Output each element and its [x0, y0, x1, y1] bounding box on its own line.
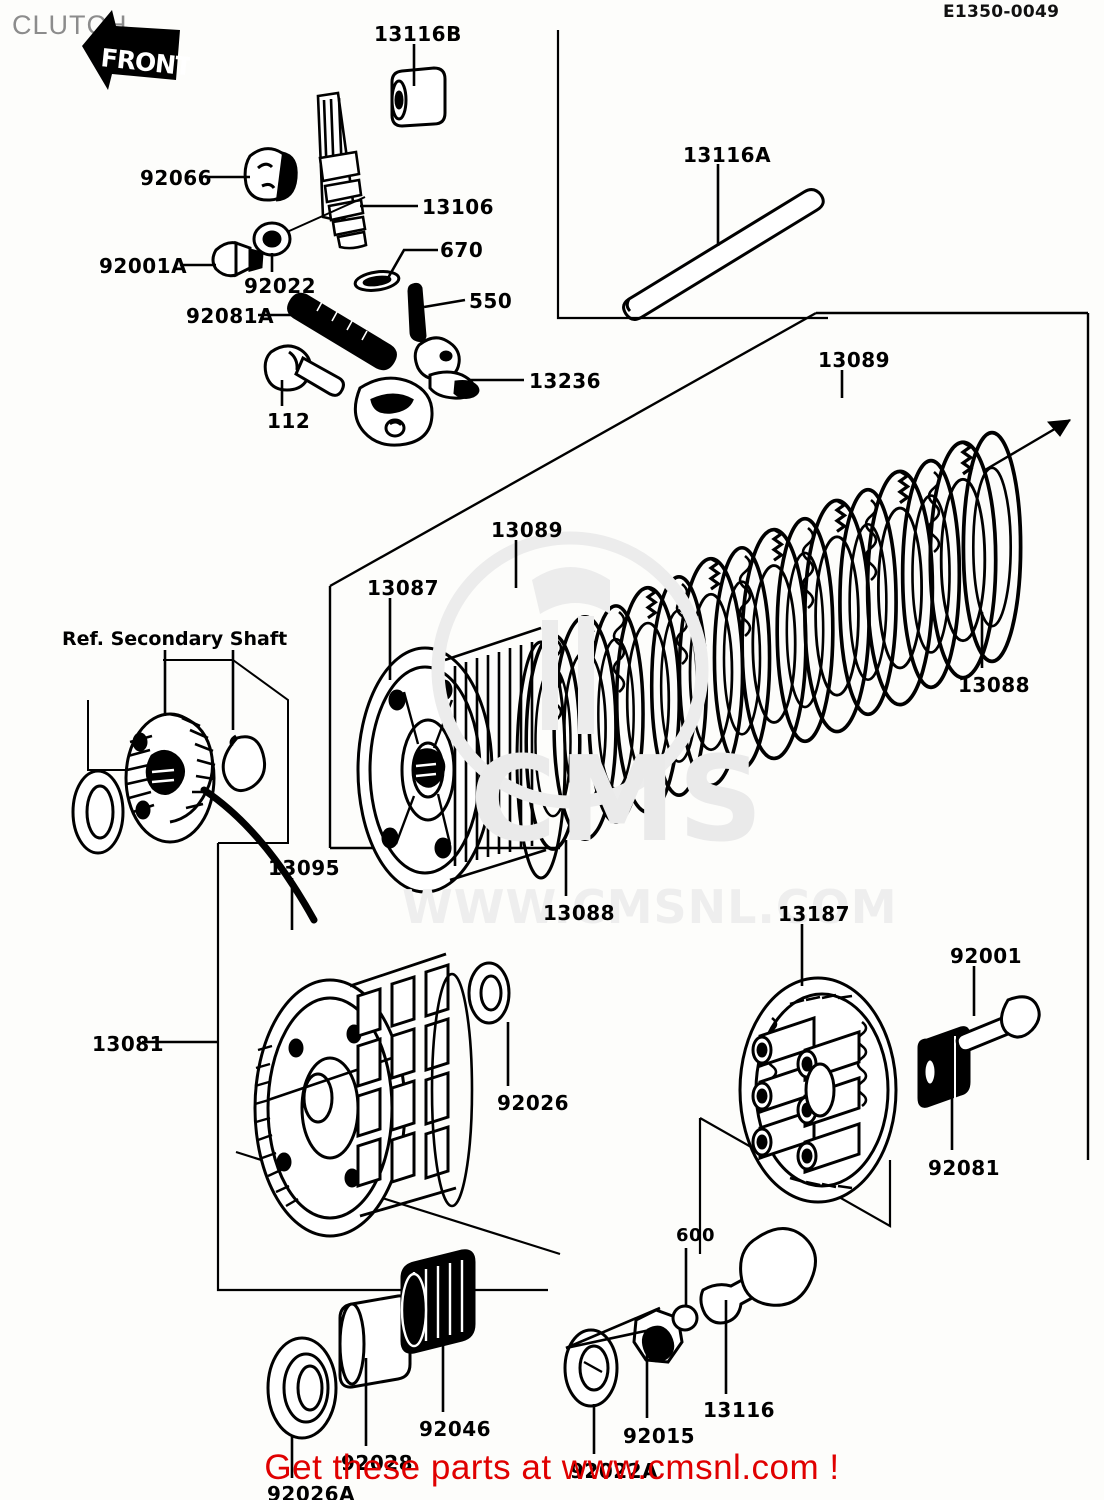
part-label-13116B: 13116B — [374, 22, 462, 46]
part-label-92026A: 92026A — [267, 1482, 356, 1500]
part-label-600: 600 — [676, 1225, 716, 1246]
ref-note-secondary-shaft: Ref. Secondary Shaft — [62, 628, 288, 650]
part-label-670: 670 — [440, 238, 484, 262]
part-label-13116A: 13116A — [683, 143, 772, 167]
part-label-112: 112 — [267, 409, 311, 433]
diagram-code: E1350-0049 — [943, 2, 1060, 22]
part-label-13236: 13236 — [529, 369, 602, 393]
part-label-13187: 13187 — [778, 902, 851, 926]
part-label-92046: 92046 — [419, 1417, 492, 1441]
part-label-13087: 13087 — [367, 576, 440, 600]
front-orientation-icon: FRONT — [82, 10, 190, 90]
part-label-92081: 92081 — [928, 1156, 1001, 1180]
part-label-92022: 92022 — [244, 274, 317, 298]
part-label-92001: 92001 — [950, 944, 1023, 968]
part-label-92001A: 92001A — [99, 254, 188, 278]
part-label-13089-upper: 13089 — [818, 348, 891, 372]
part-label-92028: 92028 — [341, 1451, 414, 1475]
part-label-13088-center: 13088 — [543, 901, 616, 925]
part-label-13081: 13081 — [92, 1032, 165, 1056]
part-label-13089-lower: 13089 — [491, 518, 564, 542]
part-label-13088-right: 13088 — [958, 673, 1031, 697]
part-label-92026: 92026 — [497, 1091, 570, 1115]
part-label-550: 550 — [469, 289, 513, 313]
part-label-92022A: 92022A — [570, 1459, 659, 1483]
promo-banner[interactable]: Get these parts at www.cmsnl.com ! — [264, 1448, 840, 1487]
part-label-92015: 92015 — [623, 1424, 696, 1448]
part-label-13116: 13116 — [703, 1398, 776, 1422]
part-label-92081A: 92081A — [186, 304, 275, 328]
part-label-13106: 13106 — [422, 195, 495, 219]
part-label-13095: 13095 — [268, 856, 341, 880]
part-label-92066: 92066 — [140, 166, 213, 190]
